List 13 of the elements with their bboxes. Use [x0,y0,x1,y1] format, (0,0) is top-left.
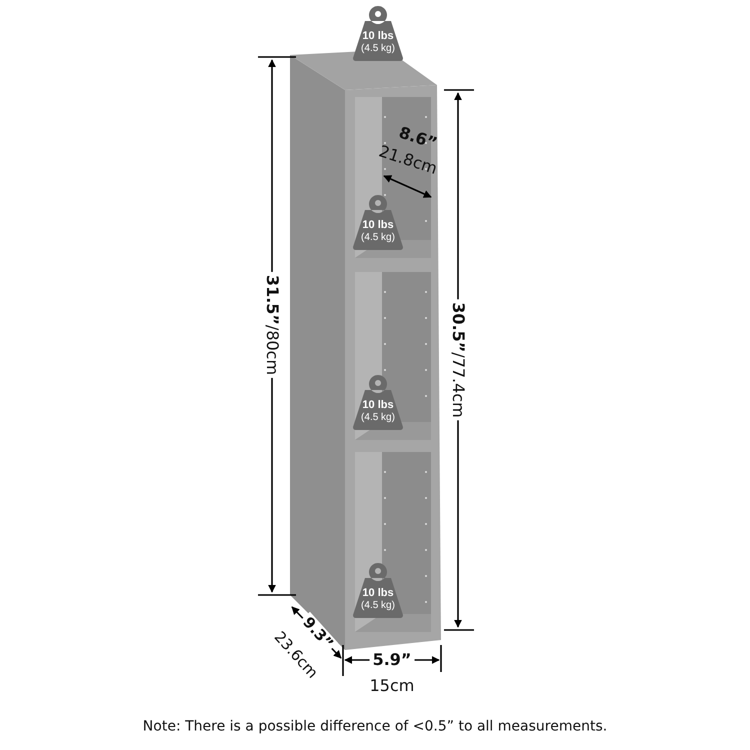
weight-sublabel: (4.5 kg) [360,233,396,243]
dimension-label: 8.6” [396,124,440,152]
weight-sublabel: (4.5 kg) [360,44,396,54]
note-text: Note: There is a possible difference of <0.5” to all measurements. [142,719,608,735]
dimension-label: 15cm [370,677,414,695]
weight-sublabel: (4.5 kg) [360,413,396,423]
weight-label: 10 lbs [361,220,395,231]
dimension-label: 30.5”/77.4cm [449,299,467,421]
weight-label: 10 lbs [361,400,395,411]
weight-label: 10 lbs [361,31,395,42]
weight-sublabel: (4.5 kg) [360,601,396,611]
weight-label: 10 lbs [361,588,395,599]
dimension-label: 31.5”/80cm [263,272,281,378]
